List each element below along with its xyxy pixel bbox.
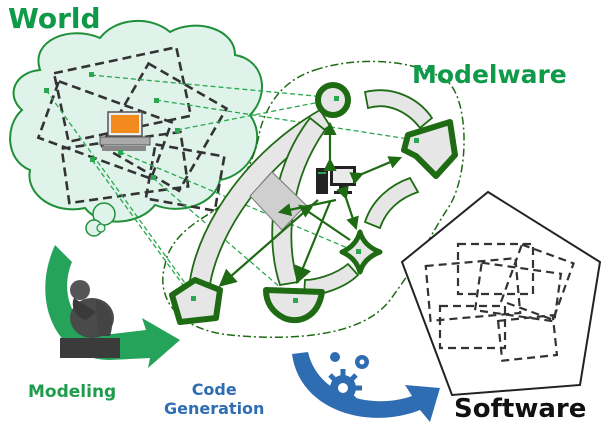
code-generation-label: Code Generation — [164, 380, 264, 418]
world-label: World — [8, 2, 101, 35]
center-computer-icon — [316, 166, 356, 194]
thinker-statue-icon — [60, 280, 120, 358]
modeling-arrow — [45, 245, 180, 368]
gears-icon — [324, 352, 369, 407]
model-l-shape — [401, 119, 458, 179]
model-half-circle — [263, 287, 325, 324]
software-dashed-shapes — [424, 242, 575, 362]
code-generation-arrow — [292, 352, 440, 422]
code-generation-line2: Generation — [164, 399, 265, 418]
world-computer-icon — [99, 111, 151, 151]
interaction-arrows — [218, 121, 403, 287]
code-generation-line1: Code — [191, 380, 237, 399]
modelware-label: Modelware — [412, 60, 567, 89]
software-label: Software — [454, 394, 587, 424]
model-circle — [315, 82, 351, 118]
modeling-label: Modeling — [28, 382, 117, 402]
model-arcs — [188, 89, 434, 297]
model-dots — [191, 96, 419, 303]
